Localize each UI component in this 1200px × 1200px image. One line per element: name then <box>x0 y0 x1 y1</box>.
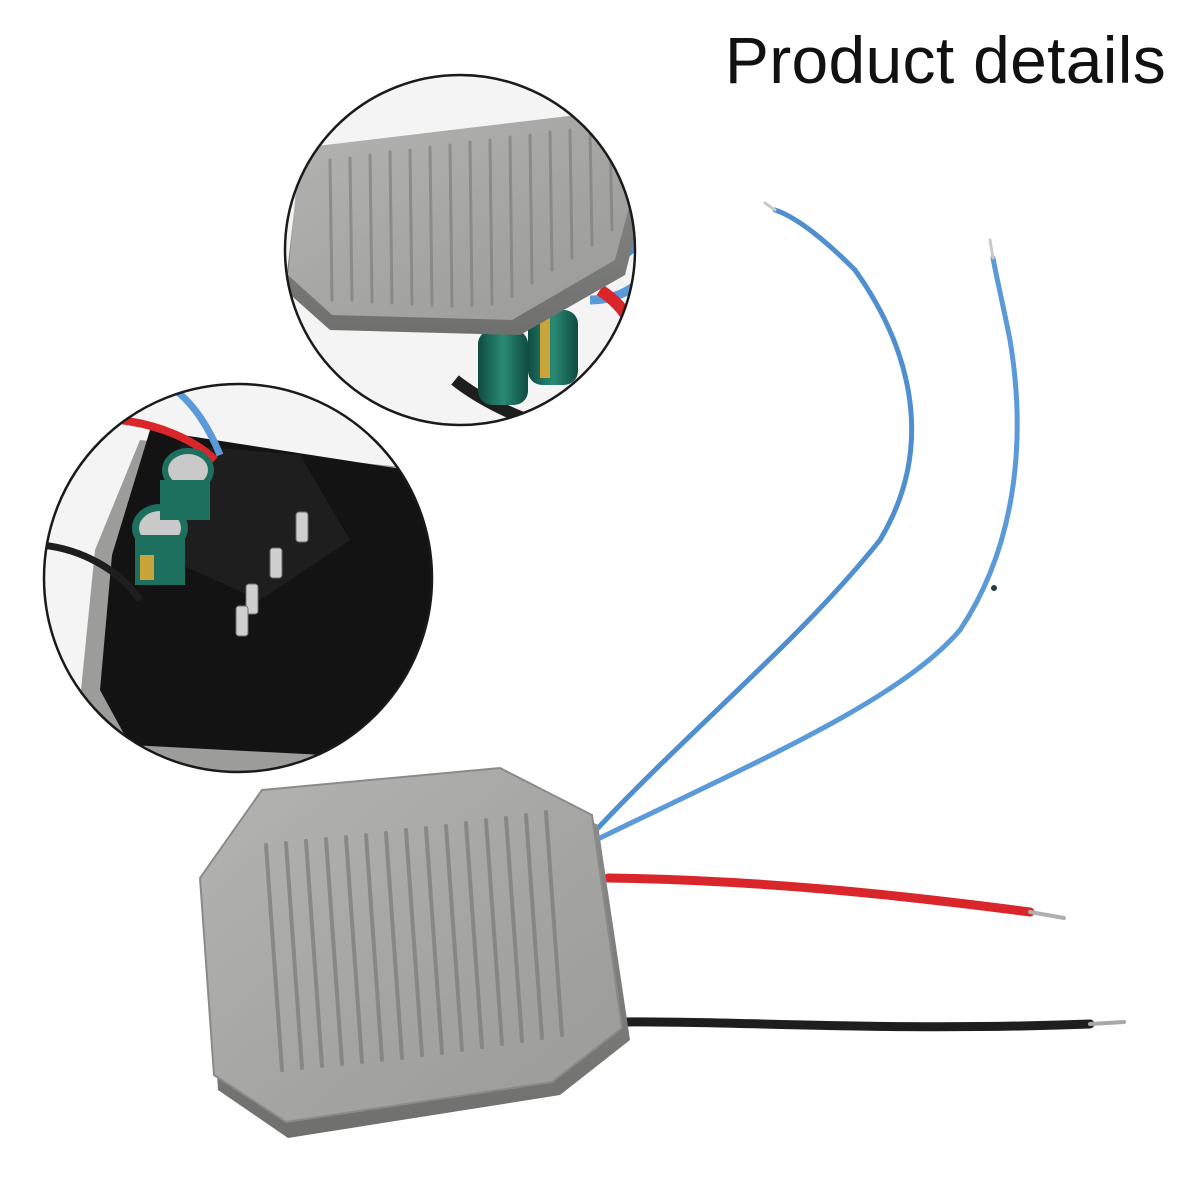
wire-blue-right <box>597 238 1020 841</box>
controller-module <box>198 766 630 1138</box>
wire-blue-left <box>595 201 915 831</box>
wire-red <box>603 873 1066 920</box>
zoom-top-housing <box>283 73 637 427</box>
zoom-board-underside <box>42 382 434 774</box>
page-title: Product details <box>724 23 1166 97</box>
wire-black <box>613 1017 1126 1032</box>
housing-ridges <box>264 810 564 1072</box>
